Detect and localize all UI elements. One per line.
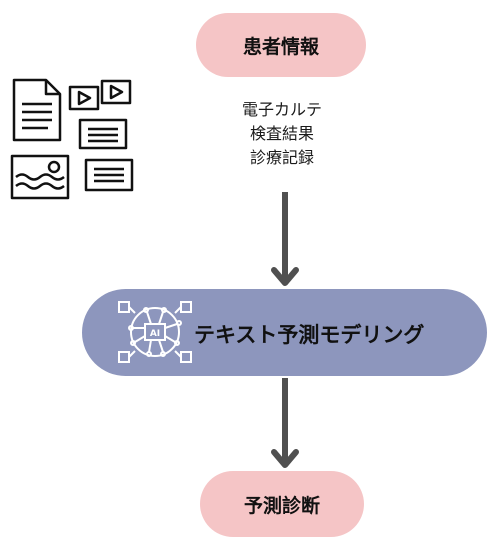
prediction-label: 予測診断 [243, 494, 320, 517]
text-modeling-node: AI テキスト予測モデリング [82, 289, 487, 376]
data-items-list: 電子カルテ 検査結果 診療記録 [222, 98, 342, 170]
patient-info-label: 患者情報 [242, 35, 319, 58]
patient-info-node: 患者情報 [196, 13, 366, 77]
arrow-down-1 [271, 192, 299, 286]
documents-media-icon [10, 78, 134, 200]
ai-chip-text: AI [150, 329, 160, 339]
arrow-down-2 [271, 378, 299, 468]
data-item-clinical-records: 診療記録 [249, 148, 314, 167]
data-item-test-results: 検査結果 [249, 124, 314, 143]
ai-chip-icon: AI [118, 301, 192, 363]
prediction-node: 予測診断 [200, 471, 364, 537]
data-item-ehr: 電子カルテ [241, 100, 322, 119]
text-modeling-label: テキスト予測モデリング [194, 323, 425, 347]
